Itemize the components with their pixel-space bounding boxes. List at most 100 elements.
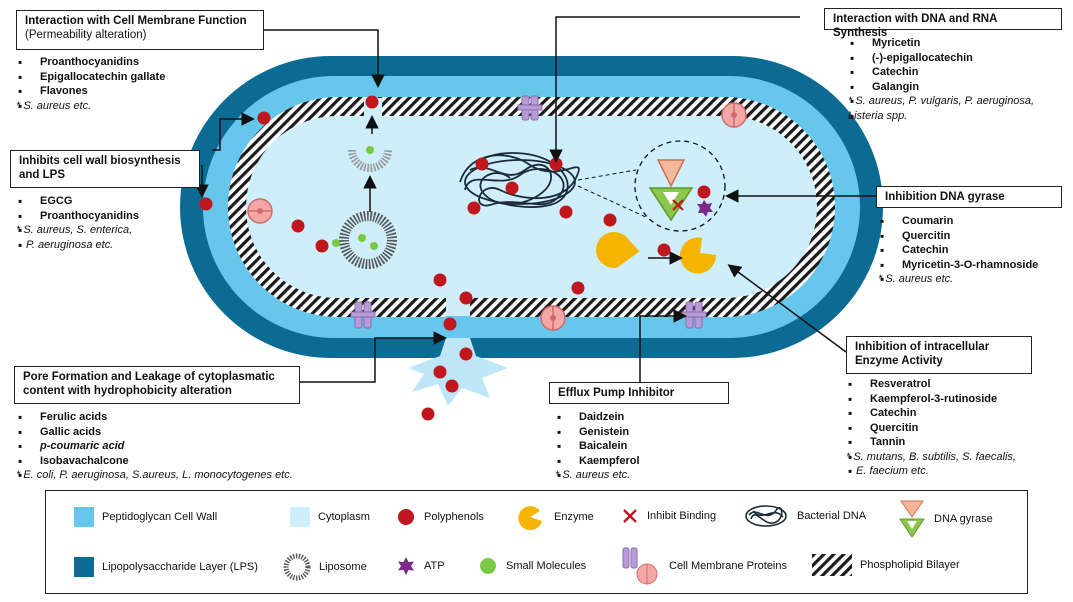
liposome-icon — [283, 553, 311, 581]
list-item: Ferulic acids — [16, 410, 293, 425]
enzyme-activity-title-2: Enzyme Activity — [855, 355, 943, 367]
species-note: * S. aureus etc. — [16, 99, 165, 114]
legend-dna: Bacterial DNA — [743, 501, 866, 531]
list-item: Proanthocyanidins — [16, 55, 165, 70]
legend-gyrase: DNA gyrase — [898, 499, 993, 539]
legend-label: Liposome — [319, 561, 367, 573]
polyphenol-dot — [443, 317, 457, 331]
list-item: Myricetin-3-O-rhamnoside — [878, 258, 1038, 273]
list-item: Flavones — [16, 84, 165, 99]
list-item: Catechin — [846, 406, 1016, 421]
polyphenol-dot — [467, 201, 481, 215]
enzyme-icon — [518, 506, 542, 531]
leakage-burst — [408, 338, 508, 406]
legend-label: DNA gyrase — [934, 513, 993, 525]
polyphenol-dot — [199, 197, 213, 211]
species-note: * S. mutans, B. subtilis, S. faecalis, — [846, 450, 1016, 465]
atp-icon — [398, 557, 414, 575]
legend-label: Cytoplasm — [318, 511, 370, 523]
liposome — [332, 211, 397, 269]
lps-swatch — [74, 557, 94, 577]
efflux-pump-title: Efflux Pump Inhibitor — [558, 387, 675, 399]
list-item: Quercitin — [878, 229, 1038, 244]
legend-lps: Lipopolysaccharide Layer (LPS) — [74, 557, 258, 577]
dna-gyrase — [648, 159, 694, 222]
membrane-function-title: Interaction with Cell Membrane Function — [25, 15, 247, 27]
polyphenol-dot — [475, 157, 489, 171]
list-item: Coumarin — [878, 214, 1038, 229]
species-note: * E. coli, P. aeruginosa, S.aureus, L. m… — [16, 468, 293, 483]
polyphenol-dot — [257, 111, 271, 125]
list-item: Gallic acids — [16, 425, 293, 440]
legend-label: ATP — [424, 560, 445, 572]
polyphenol-dot — [697, 185, 711, 199]
list-item: Epigallocatechin gallate — [16, 70, 165, 85]
liposome-fusing — [348, 146, 392, 172]
membrane-protein-bottom-left — [350, 301, 376, 329]
list-item: Kaempferol — [555, 454, 640, 469]
list-item: EGCG — [16, 194, 139, 209]
membrane-protein-top — [517, 95, 543, 121]
legend-atp: ATP — [396, 556, 445, 576]
cell-wall-swatch — [74, 507, 94, 527]
bilayer-swatch — [812, 554, 852, 576]
cell-wall-title: Inhibits cell wall biosynthesis — [19, 155, 181, 167]
polyphenol-dot — [459, 347, 473, 361]
list-item: Catechin — [848, 65, 1034, 80]
polyphenol-dot — [505, 181, 519, 195]
membrane-function-subtitle: (Permeability alteration) — [25, 29, 147, 41]
enzyme-activity-box: Inhibition of intracellular Enzyme Activ… — [846, 336, 1032, 374]
pore-formation-title: Pore Formation and Leakage of cytoplasma… — [23, 371, 275, 383]
membrane-function-list: Proanthocyanidins Epigallocatechin galla… — [16, 55, 165, 113]
legend-small-molecules: Small Molecules — [478, 556, 586, 576]
list-item: Galangin — [848, 80, 1034, 95]
polyphenol-dot — [433, 365, 447, 379]
gyrase-list: Coumarin Quercitin Catechin Myricetin-3-… — [878, 214, 1038, 287]
gyrase-box: Inhibition DNA gyrase — [876, 186, 1062, 208]
polyphenol-dot — [315, 239, 329, 253]
species-note: E. faecium etc. — [846, 464, 1016, 479]
list-item: Kaempferol-3-rutinoside — [846, 392, 1016, 407]
pore-formation-title-2: content with hydrophobicity alteration — [23, 385, 232, 397]
legend-label: Polyphenols — [424, 511, 484, 523]
polyphenol-dot — [421, 407, 435, 421]
polyphenol-dot — [657, 243, 671, 257]
gyrase-icon — [899, 500, 925, 538]
list-item: Catechin — [878, 243, 1038, 258]
dna-rna-box: Interaction with DNA and RNA Synthesis — [824, 8, 1062, 39]
connector-arrows — [195, 16, 876, 383]
list-item: Baicalein — [555, 439, 640, 454]
gyrase-zoom-circle — [634, 140, 726, 232]
polyphenol-icon — [398, 509, 414, 525]
polyphenol-dot — [445, 379, 459, 393]
legend-label: Small Molecules — [506, 560, 587, 572]
dna-rna-list: Myricetin (-)-epigallocatechin Catechin … — [848, 36, 1034, 123]
cytoplasm-swatch — [290, 507, 310, 527]
cell-wall-list: EGCG Proanthocyanidins * S. aureus, S. e… — [16, 194, 139, 252]
list-item: Resveratrol — [846, 377, 1016, 392]
membrane-function-box: Interaction with Cell Membrane Function … — [16, 10, 264, 50]
list-item: Isobavachalcone — [16, 454, 293, 469]
inhibit-icon — [623, 509, 637, 523]
legend-label: Inhibit Binding — [647, 510, 717, 522]
enzyme-right — [680, 237, 717, 274]
legend-enzyme: Enzyme — [516, 503, 594, 531]
legend-cell-wall: Peptidoglycan Cell Wall — [74, 507, 217, 527]
list-item: (-)-epigallocatechin — [848, 51, 1034, 66]
species-note: * S. aureus etc. — [555, 468, 640, 483]
species-note: Listeria spp. — [848, 109, 1034, 124]
bacterial-dna — [459, 152, 580, 208]
polyphenol-dot — [433, 273, 447, 287]
cell-wall-title-2: and LPS — [19, 169, 66, 181]
efflux-pump-box: Efflux Pump Inhibitor — [549, 382, 729, 404]
legend: Peptidoglycan Cell Wall Cytoplasm Polyph… — [45, 490, 1028, 594]
enzyme-activity-list: Resveratrol Kaempferol-3-rutinoside Cate… — [846, 377, 1016, 479]
species-note: * S. aureus, S. enterica, — [16, 223, 139, 238]
species-note: * S. aureus etc. — [878, 272, 1038, 287]
polyphenol-dot — [459, 291, 473, 305]
atp-icon — [697, 200, 713, 217]
gyrase-title: Inhibition DNA gyrase — [885, 191, 1005, 203]
efflux-pump-list: Daidzein Genistein Baicalein Kaempferol … — [555, 410, 640, 483]
polyphenol-dots — [199, 95, 711, 421]
